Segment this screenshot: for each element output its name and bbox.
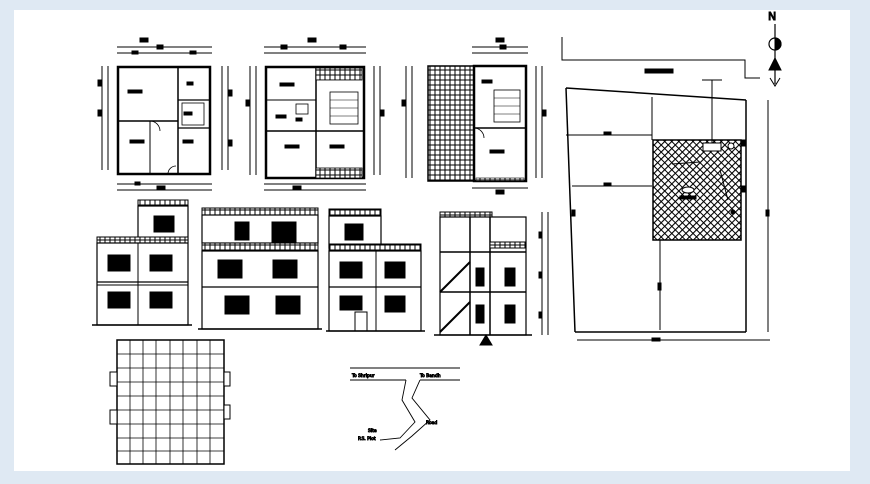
floor-plan-terrace <box>401 37 547 195</box>
site-plan <box>561 37 770 342</box>
road-label-2: To Bandh <box>419 373 441 379</box>
road-note-2: Site <box>368 428 377 434</box>
rear-elevation <box>326 208 425 332</box>
side-elevation <box>198 207 322 330</box>
road-note-3: P.S. Plot <box>358 436 376 442</box>
location-map: To Shripur To Bandh Road Site P.S. Plot <box>350 367 460 451</box>
road-note-1: Road <box>426 420 437 426</box>
floor-plan-ground <box>97 37 233 191</box>
road-label-1: To Shripur <box>351 373 375 379</box>
north-arrow: N <box>768 10 782 87</box>
building-section <box>434 211 549 346</box>
column-grid-plan <box>109 339 231 465</box>
floor-plan-first <box>245 37 385 191</box>
front-elevation <box>92 199 192 326</box>
north-label: N <box>768 10 776 23</box>
